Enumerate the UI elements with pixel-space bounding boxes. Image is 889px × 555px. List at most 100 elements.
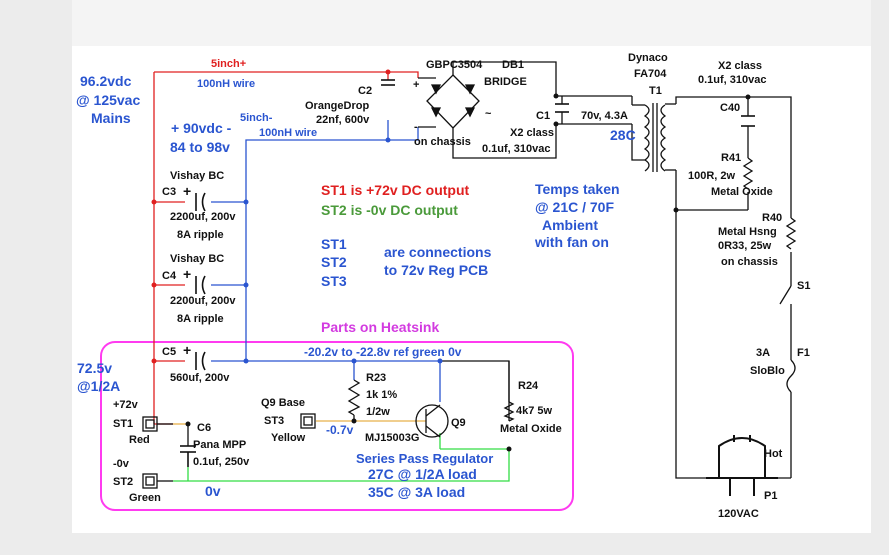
x2-capacitors xyxy=(555,103,755,127)
bridge-ref: DB1 xyxy=(502,59,525,71)
positive-junctions xyxy=(151,69,391,364)
c4-ripple: 8A ripple xyxy=(177,313,224,325)
output-note-1: 72.5v xyxy=(77,360,113,376)
note-connect-1: are connections xyxy=(384,244,492,260)
plug-voltage: 120VAC xyxy=(718,508,759,520)
bridge-ac-symbol: ~ xyxy=(485,108,492,120)
c4-ref: C4 xyxy=(162,270,177,282)
c4-make: Vishay BC xyxy=(170,253,225,265)
heatsink-title: Parts on Heatsink xyxy=(321,319,440,335)
r40-ref: R40 xyxy=(762,212,783,224)
r40-value: 0R33, 25w xyxy=(718,240,772,252)
zero-volt-label: 0v xyxy=(205,483,221,499)
c5-value: 560uf, 200v xyxy=(170,372,230,384)
output-note-2: @1/2A xyxy=(77,378,121,394)
f1-type: SloBlo xyxy=(750,365,785,377)
note-temps-1: Temps taken xyxy=(535,181,620,197)
heatsink-caption-3: 35C @ 3A load xyxy=(368,484,466,500)
st3-color: Yellow xyxy=(271,432,306,444)
note-st-list-2: ST2 xyxy=(321,254,347,270)
st3-voltage: -0.7v xyxy=(326,423,354,437)
c2-value: 22nf, 600v xyxy=(316,114,370,126)
c1-type: X2 class xyxy=(510,127,555,139)
r24-type: Metal Oxide xyxy=(500,423,562,435)
transformer-rating: 70v, 4.3A xyxy=(581,110,628,122)
note-st2-desc: ST2 is -0v DC output xyxy=(321,202,458,218)
st3-label: Q9 Base xyxy=(261,397,306,409)
r40-mount: on chassis xyxy=(721,256,778,268)
s1-ref: S1 xyxy=(797,280,811,292)
c6-make: Pana MPP xyxy=(193,439,247,451)
plug-ref: P1 xyxy=(764,490,778,502)
black-junctions xyxy=(185,93,751,452)
st3-ref: ST3 xyxy=(264,415,285,427)
st2-ref: ST2 xyxy=(113,476,134,488)
st1-ref: ST1 xyxy=(113,418,134,430)
bridge-rectifier xyxy=(418,74,480,129)
c3-value: 2200uf, 200v xyxy=(170,211,236,223)
switch-s1 xyxy=(779,278,792,310)
wire-100nh-top: 100nH wire xyxy=(197,78,256,90)
st2-voltage: -0v xyxy=(113,458,129,470)
terminals xyxy=(142,413,316,489)
r41-ref: R41 xyxy=(721,152,742,164)
bridge-part: GBPC3504 xyxy=(426,59,483,71)
heatsink-box xyxy=(100,341,574,511)
resistors xyxy=(347,157,797,422)
black-wiring xyxy=(187,61,792,479)
r41-type: Metal Oxide xyxy=(711,186,773,198)
heatsink-caption-2: 27C @ 1/2A load xyxy=(368,466,477,482)
note-temps-4: with fan on xyxy=(535,234,609,250)
c3-ref: C3 xyxy=(162,186,177,198)
r23-value: 1k 1% xyxy=(366,389,398,401)
c3-make: Vishay BC xyxy=(170,170,225,182)
rail-note-1: + 90vdc - xyxy=(171,120,232,136)
schematic-sheet xyxy=(72,46,871,533)
heatsink-ref-label: -20.2v to -22.8v ref green 0v xyxy=(304,345,462,359)
st1-color: Red xyxy=(129,434,150,446)
bridge-name: BRIDGE xyxy=(484,76,527,88)
st2-color: Green xyxy=(129,492,161,504)
c2-capacitor xyxy=(381,79,395,86)
zero-volt-line xyxy=(173,433,510,482)
c1-ref: C1 xyxy=(536,110,551,122)
note-st-list-1: ST1 xyxy=(321,236,347,252)
note-temps-3: Ambient xyxy=(542,217,598,233)
r41-value: 100R, 2w xyxy=(688,170,736,182)
bridge-plus: + xyxy=(413,79,420,91)
c3-ripple: 8A ripple xyxy=(177,229,224,241)
note-st1-desc: ST1 is +72v DC output xyxy=(321,182,470,198)
c1-value: 0.1uf, 310vac xyxy=(482,143,551,155)
c40-value: 0.1uf, 310vac xyxy=(698,74,767,86)
electrolytic-caps xyxy=(195,192,206,371)
negative-rail xyxy=(211,120,441,402)
c5-ref: C5 xyxy=(162,346,177,358)
negative-junctions xyxy=(243,137,443,364)
transistor-q9 xyxy=(415,404,449,438)
r24-ref: R24 xyxy=(518,380,539,392)
canvas-top-strip xyxy=(72,0,871,46)
rail-note-2: 84 to 98v xyxy=(170,139,230,155)
plug-hot: Hot xyxy=(764,448,783,460)
bridge-mount: on chassis xyxy=(414,136,471,148)
r23-ref: R23 xyxy=(366,372,387,384)
c2-name: OrangeDrop xyxy=(305,100,370,112)
wire-5inch-minus: 5inch- xyxy=(240,112,273,124)
transformer-ref: T1 xyxy=(649,85,662,97)
f1-ref: F1 xyxy=(797,347,810,359)
transformer-t1 xyxy=(632,103,676,172)
plug-p1 xyxy=(706,435,778,496)
c5-plus: + xyxy=(183,342,192,358)
wire-100nh-mid: 100nH wire xyxy=(259,127,318,139)
r23-power: 1/2w xyxy=(366,406,390,418)
mains-note-2: @ 125vac xyxy=(76,92,141,108)
transformer-model: FA704 xyxy=(634,68,667,80)
c6-capacitor xyxy=(180,445,196,467)
q9-part: MJ15003G xyxy=(365,432,420,444)
c6-value: 0.1uf, 250v xyxy=(193,456,250,468)
wire-5inch-plus: 5inch+ xyxy=(211,58,247,70)
c2-ref: C2 xyxy=(358,85,373,97)
f1-rating: 3A xyxy=(756,347,771,359)
note-st-list-3: ST3 xyxy=(321,273,347,289)
